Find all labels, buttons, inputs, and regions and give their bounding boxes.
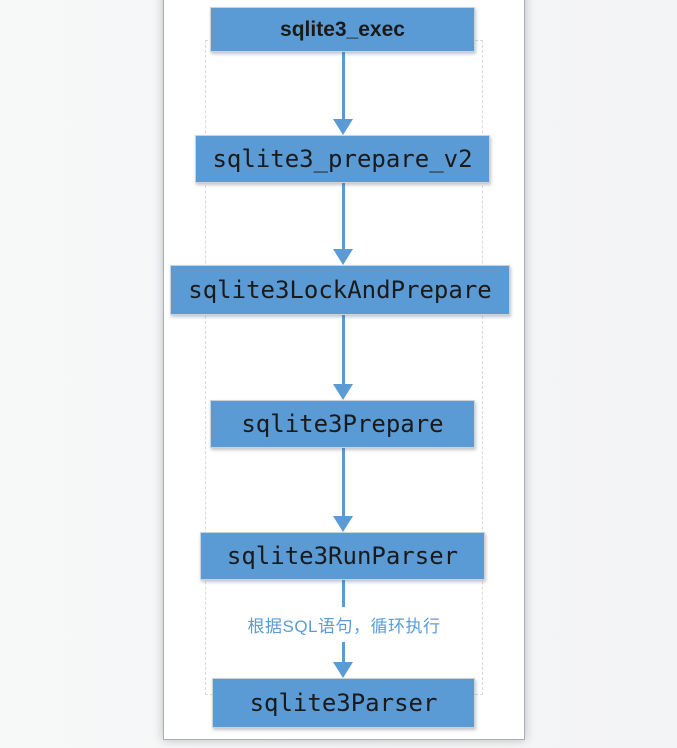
arrow-head-icon [333, 249, 353, 265]
node-sqlite3-prepare: sqlite3Prepare [210, 400, 475, 448]
arrow-head-icon [333, 662, 353, 678]
loop-annotation: 根据SQL语句，循环执行 [243, 607, 445, 642]
node-sqlite3-prepare-v2: sqlite3_prepare_v2 [195, 135, 490, 183]
arrow-stem [341, 448, 345, 519]
flow-arrow-3 [333, 315, 353, 400]
edge-label-wrap: 根据SQL语句，循环执行 [163, 607, 525, 642]
arrow-head-icon [333, 516, 353, 532]
flow-arrow-4 [333, 448, 353, 532]
arrow-stem [341, 315, 345, 387]
arrow-stem [341, 183, 345, 252]
arrow-head-icon [333, 384, 353, 400]
flow-arrow-2 [333, 183, 353, 265]
node-sqlite3-parser: sqlite3Parser [212, 678, 475, 728]
node-sqlite3-exec: sqlite3_exec [210, 7, 475, 52]
node-sqlite3-run-parser: sqlite3RunParser [200, 532, 485, 580]
flow-arrow-1 [333, 52, 353, 135]
arrow-head-icon [333, 119, 353, 135]
arrow-stem [341, 52, 345, 122]
node-sqlite3-lock-and-prepare: sqlite3LockAndPrepare [170, 265, 510, 315]
